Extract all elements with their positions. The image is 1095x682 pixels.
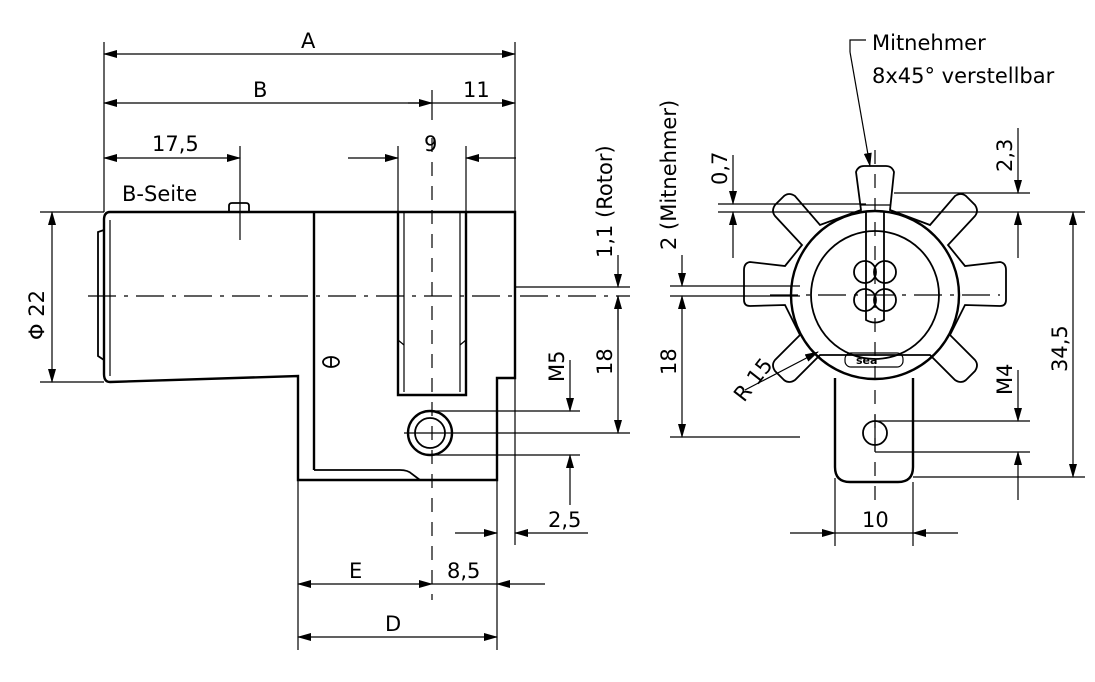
dim-label-8-5: 8,5 [447,559,480,583]
dim-label-2-5: 2,5 [548,508,581,532]
callout-mitnehmer: Mitnehmer [872,31,986,55]
side-view: A B 11 17,5 B-Seite 9 Φ 22 1,1 (Rotor) 1… [25,29,630,650]
cam-slot [396,212,468,397]
dim-label-e: E [349,559,362,583]
dim-label-9: 9 [424,132,437,156]
dim-label-m4: M4 [993,364,1017,395]
dim-label-phi22: Φ 22 [25,290,49,340]
dim-label-17-5: 17,5 [152,132,199,156]
star-cam-outline [743,165,1007,383]
dim-label-2-3: 2,3 [993,139,1017,172]
dim-label-m5: M5 [545,351,569,382]
callout-verstellbar: 8x45° verstellbar [872,64,1055,88]
dim-label-18-left: 18 [593,348,617,375]
dim-label-18-right: 18 [657,348,681,375]
dim-label-11: 11 [463,78,490,102]
brand-label: sea [856,354,877,367]
dim-label-r15: R 15 [729,353,777,406]
dim-label-10: 10 [862,508,889,532]
cam-flat [833,378,915,484]
dim-label-0-7: 0,7 [708,152,732,185]
dim-label-a: A [301,29,316,53]
label-b-seite: B-Seite [122,182,197,206]
front-view: sea 2 (Mitnehmer) 18 0,7 Mitnehmer 8x45°… [657,31,1085,546]
dim-label-d: D [385,612,401,636]
top-pin [228,202,250,212]
dim-label-34-5: 34,5 [1048,325,1072,372]
cylinder-body-outline [102,210,517,482]
dim-label-b: B [253,78,267,102]
dim-label-mitnehmer: 2 (Mitnehmer) [657,100,681,250]
dim-label-rotor: 1,1 (Rotor) [593,145,617,258]
b-side-collar [97,229,105,361]
